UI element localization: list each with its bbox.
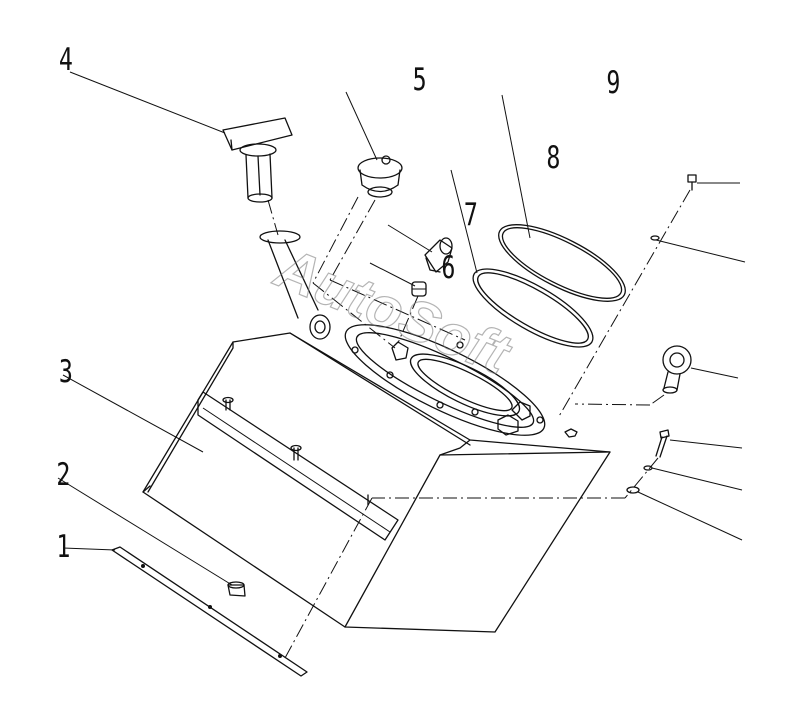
callout-5: 5 — [413, 63, 427, 98]
callout-7: 7 — [464, 198, 478, 233]
filler-cap — [222, 117, 293, 203]
vent-cap — [357, 155, 403, 198]
callout-3: 3 — [59, 355, 73, 390]
watermark-logo: AutoSoft — [265, 234, 521, 388]
small-washer — [650, 235, 660, 241]
callout-1: 1 — [56, 530, 70, 565]
straight-fitting — [411, 281, 427, 297]
filler-neck-pipe — [259, 230, 319, 319]
tank-body — [142, 314, 611, 633]
eye-bolt — [662, 345, 692, 394]
callout-8: 8 — [546, 141, 560, 176]
callout-2: 2 — [56, 458, 70, 493]
flat-washer — [626, 486, 640, 494]
leader-lines — [57, 71, 746, 586]
elbow-fitting — [424, 237, 453, 273]
callout-6: 6 — [441, 251, 455, 286]
center-lines — [267, 189, 691, 659]
callout-9: 9 — [606, 66, 620, 101]
small-bolt — [687, 174, 697, 191]
gasket-cover — [498, 224, 626, 302]
o-ring — [472, 268, 594, 348]
callout-labels: 4 5 9 8 7 6 3 2 1 10 11 12 13 14 15 — [56, 43, 620, 565]
drain-plug — [227, 581, 246, 597]
long-bolt — [655, 429, 670, 458]
callout-4: 4 — [59, 43, 73, 78]
mounting-strap — [111, 546, 308, 677]
